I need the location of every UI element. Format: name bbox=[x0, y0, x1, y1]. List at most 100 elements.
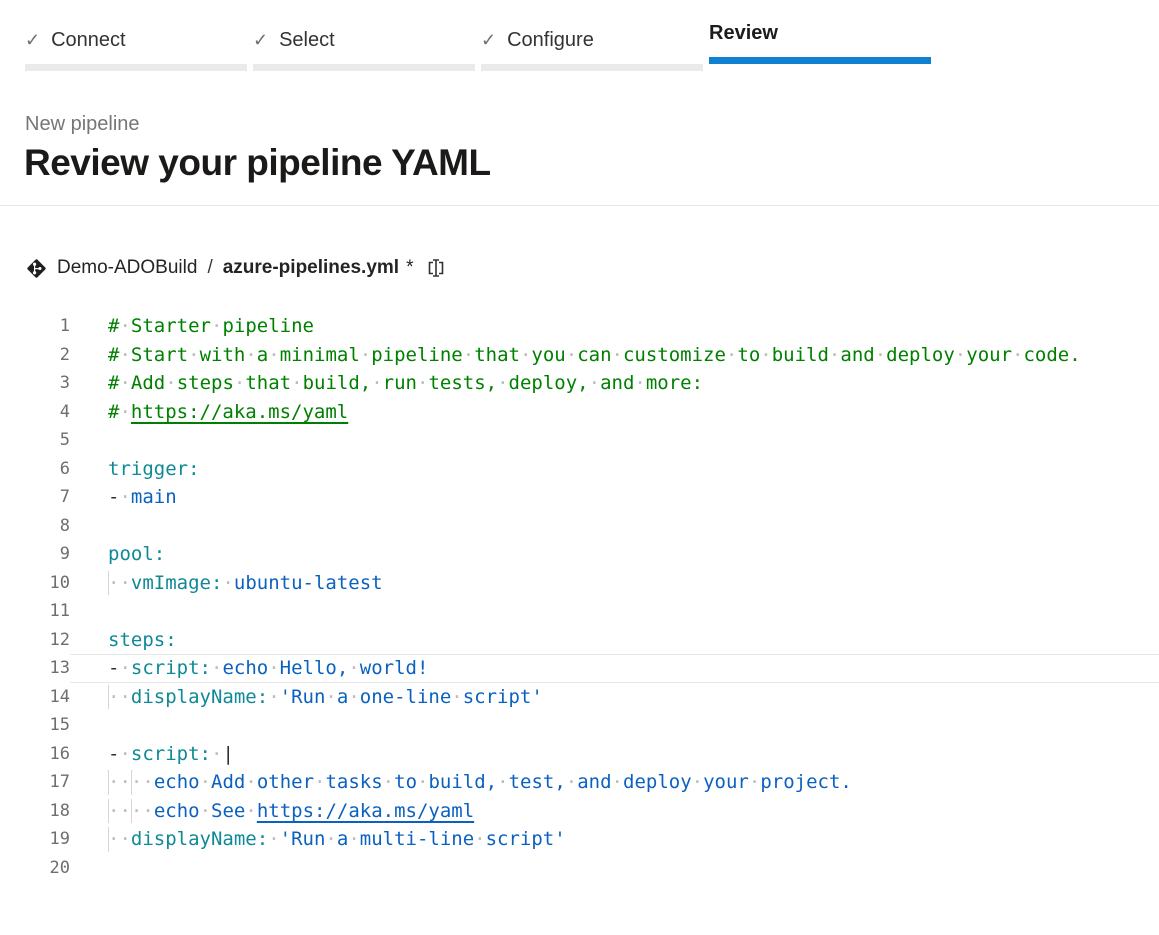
code-token: #· bbox=[108, 400, 131, 423]
code-token: · bbox=[222, 571, 234, 594]
code-token: 'Run·a·one-line·script' bbox=[279, 685, 543, 708]
wizard-step-underline bbox=[253, 64, 475, 71]
code-token: -· bbox=[108, 486, 131, 508]
code-line[interactable]: 20 bbox=[0, 854, 1159, 883]
line-number: 13 bbox=[49, 658, 70, 678]
code-line[interactable]: 17····echo·Add·other·tasks·to·build,·tes… bbox=[0, 768, 1159, 797]
check-icon: ✓ bbox=[481, 29, 497, 50]
breadcrumb-separator: / bbox=[207, 257, 213, 278]
header-divider bbox=[0, 205, 1159, 206]
azure-repos-icon bbox=[27, 258, 46, 278]
code-line[interactable]: 6 trigger: bbox=[0, 455, 1159, 484]
code-token: script: bbox=[130, 657, 211, 679]
line-number: 6 bbox=[59, 458, 70, 479]
code-token: -· bbox=[108, 742, 131, 765]
wizard-step-underline bbox=[481, 64, 703, 71]
page-title: Review your pipeline YAML bbox=[24, 142, 491, 183]
code-token: · bbox=[210, 657, 223, 679]
wizard-step-label: Review bbox=[709, 21, 778, 44]
code-line[interactable]: 2 #·Start·with·a·minimal·pipeline·that·yo… bbox=[0, 341, 1159, 370]
code-token: ···· bbox=[108, 799, 154, 822]
code-token: trigger: bbox=[108, 457, 200, 480]
code-token: · bbox=[268, 828, 280, 850]
indent-guide bbox=[130, 798, 132, 823]
code-token: displayName: bbox=[130, 685, 269, 708]
code-token: ···· bbox=[108, 771, 154, 793]
code-lines: 1 #·Starter·pipeline 2 #·Start·with·a·minim… bbox=[0, 312, 1159, 882]
code-token: #·Add·steps·that·build,·run·tests,·deplo… bbox=[108, 372, 704, 394]
line-number: 5 bbox=[59, 430, 70, 450]
code-link[interactable]: https://aka.ms/yaml bbox=[256, 799, 475, 822]
code-line[interactable]: 5 bbox=[0, 426, 1159, 455]
copy-file-path-button[interactable] bbox=[425, 257, 447, 279]
line-number: 14 bbox=[49, 686, 70, 707]
code-token: script: bbox=[130, 742, 211, 765]
check-icon: ✓ bbox=[253, 29, 269, 50]
code-token: -· bbox=[108, 657, 131, 679]
code-line[interactable]: 15 bbox=[0, 711, 1159, 740]
line-number: 4 bbox=[59, 401, 70, 422]
code-token: echo·See· bbox=[153, 799, 257, 822]
code-token: #·Start·with·a·minimal·pipeline·that·you… bbox=[108, 343, 1081, 366]
code-token: echo·Add·other·tasks·to·build,·test,·and… bbox=[153, 771, 852, 793]
code-token: vmImage: bbox=[130, 571, 223, 594]
code-token: · bbox=[268, 685, 280, 708]
code-token: ·| bbox=[210, 742, 234, 765]
code-line[interactable]: 4 #·https://aka.ms/yaml bbox=[0, 398, 1159, 427]
code-token: ·· bbox=[108, 571, 131, 594]
copy-icon bbox=[429, 259, 444, 277]
code-line[interactable]: 8 bbox=[0, 512, 1159, 541]
code-line[interactable]: 13 -·script:·echo·Hello,·world! bbox=[0, 654, 1159, 683]
code-line[interactable]: 9 pool: bbox=[0, 540, 1159, 569]
line-number: 18 bbox=[49, 800, 70, 821]
breadcrumb-repo-name: Demo-ADOBuild bbox=[57, 257, 198, 278]
code-token: 'Run·a·multi-line·script' bbox=[279, 828, 566, 850]
code-line[interactable]: 11 bbox=[0, 597, 1159, 626]
line-number: 3 bbox=[59, 373, 70, 393]
line-number: 12 bbox=[49, 629, 70, 650]
code-token: pool: bbox=[108, 543, 166, 565]
code-token: main bbox=[130, 486, 177, 508]
code-line[interactable]: 19 ··displayName:·'Run·a·multi-line·scrip… bbox=[0, 825, 1159, 854]
wizard-step-label: Configure bbox=[507, 28, 594, 51]
line-number: 19 bbox=[49, 829, 70, 849]
code-line[interactable]: 16 -·script:·| bbox=[0, 740, 1159, 769]
code-token: echo·Hello,·world! bbox=[222, 657, 429, 679]
wizard-step-configure[interactable]: ✓ Configure bbox=[481, 25, 703, 71]
code-token: displayName: bbox=[130, 828, 269, 850]
wizard-step-connect[interactable]: ✓ Connect bbox=[25, 25, 247, 71]
wizard-step-review[interactable]: Review bbox=[709, 18, 931, 64]
code-line[interactable]: 7 -·main bbox=[0, 483, 1159, 512]
code-token: ·· bbox=[108, 828, 131, 850]
code-line[interactable]: 10··vmImage:·ubuntu-latest bbox=[0, 569, 1159, 598]
line-number: 1 bbox=[59, 316, 70, 336]
check-icon: ✓ bbox=[25, 29, 41, 50]
line-number: 7 bbox=[59, 487, 70, 507]
line-number: 9 bbox=[59, 544, 70, 564]
line-number: 16 bbox=[49, 743, 70, 764]
wizard-step-select[interactable]: ✓ Select bbox=[253, 25, 475, 71]
code-line[interactable]: 1 #·Starter·pipeline bbox=[0, 312, 1159, 341]
indent-guide bbox=[130, 770, 132, 795]
wizard-step-label: Select bbox=[279, 28, 335, 51]
indent-guide bbox=[108, 827, 109, 852]
code-link[interactable]: https://aka.ms/yaml bbox=[130, 400, 349, 423]
code-token: ubuntu-latest bbox=[233, 571, 383, 594]
unsaved-changes-marker: * bbox=[406, 257, 414, 278]
yaml-editor[interactable]: 1 #·Starter·pipeline 2 #·Start·with·a·minim… bbox=[0, 312, 1159, 882]
wizard-step-underline bbox=[25, 64, 247, 71]
wizard-subtitle: New pipeline bbox=[25, 113, 140, 135]
indent-guide bbox=[108, 570, 109, 595]
breadcrumb-file-name: azure-pipelines.yml bbox=[222, 257, 400, 278]
indent-guide bbox=[108, 770, 109, 795]
code-line[interactable]: 14 ··displayName:·'Run·a·one-line·script' bbox=[0, 683, 1159, 712]
line-number: 2 bbox=[59, 344, 70, 365]
wizard-step-underline bbox=[709, 57, 931, 64]
code-token: ·· bbox=[108, 685, 131, 708]
code-token: #·Starter·pipeline bbox=[108, 315, 314, 337]
code-line[interactable]: 3 #·Add·steps·that·build,·run·tests,·depl… bbox=[0, 369, 1159, 398]
code-line[interactable]: 18 ····echo·See·https://aka.ms/yaml bbox=[0, 797, 1159, 826]
wizard-step-label: Connect bbox=[51, 28, 126, 51]
breadcrumb: Demo-ADOBuild / azure-pipelines.yml * bbox=[25, 254, 1159, 282]
